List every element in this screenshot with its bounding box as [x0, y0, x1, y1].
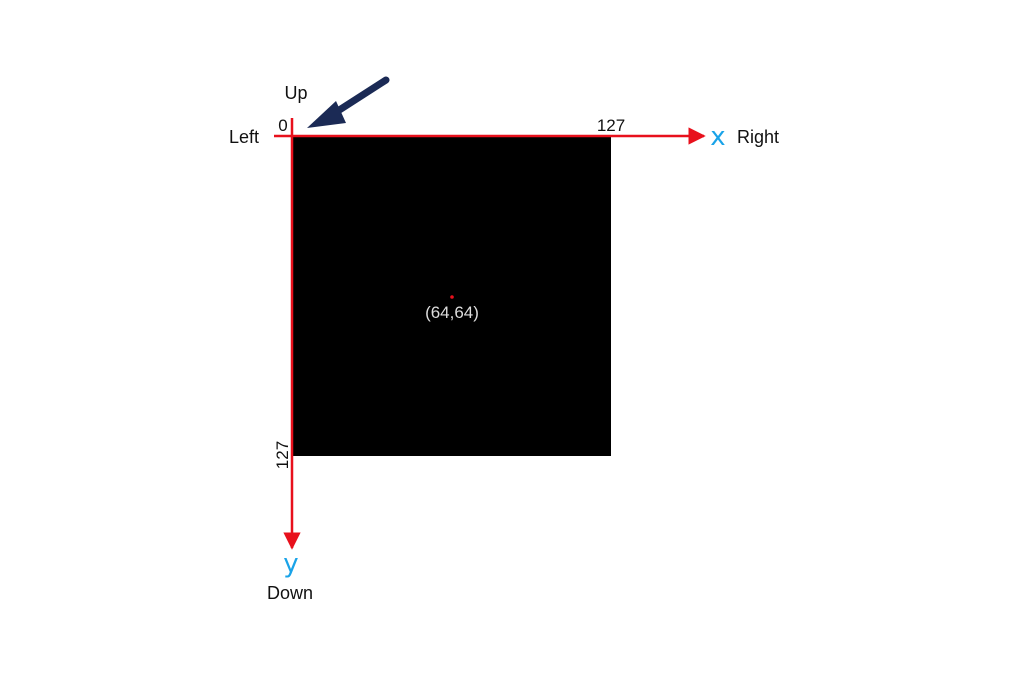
x-max-tick-label: 127	[597, 116, 625, 135]
up-label: Up	[284, 83, 307, 103]
down-label: Down	[267, 583, 313, 603]
center-point-label: (64,64)	[425, 303, 479, 322]
origin-tick-label: 0	[278, 116, 287, 135]
y-max-tick-label: 127	[273, 441, 292, 469]
center-dot	[450, 295, 454, 299]
y-axis-letter: y	[283, 549, 298, 579]
left-label: Left	[229, 127, 259, 147]
right-label: Right	[737, 127, 779, 147]
x-axis-letter: x	[710, 122, 725, 152]
origin-pointer-arrow	[307, 76, 390, 128]
